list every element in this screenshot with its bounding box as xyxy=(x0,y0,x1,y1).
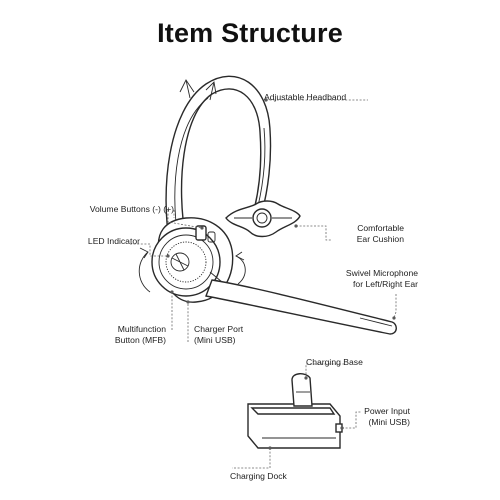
label-ear-cushion: Comfortable Ear Cushion xyxy=(356,223,404,244)
headband-adjust-arrows xyxy=(179,79,217,101)
label-led-indicator: LED Indicator xyxy=(87,236,140,246)
label-charging-dock: Charging Dock xyxy=(230,471,287,481)
ear-cushion-pad xyxy=(225,200,301,238)
label-adjustable-headband: Adjustable Headband xyxy=(264,92,347,102)
microphone-boom xyxy=(205,279,397,335)
charging-base xyxy=(247,373,343,449)
leader-lines xyxy=(130,98,397,469)
rotation-arrows xyxy=(138,247,246,293)
label-power-input: Power Input (Mini USB) xyxy=(364,406,410,427)
label-volume-buttons: Volume Buttons (-) (+) xyxy=(89,204,174,214)
page-title: Item Structure xyxy=(157,18,343,48)
label-charging-base: Charging Base xyxy=(306,357,363,367)
label-charger-port: Charger Port (Mini USB) xyxy=(194,324,244,345)
label-multifunction-button: Multifunction Button (MFB) xyxy=(114,324,166,345)
label-swivel-microphone: Swivel Microphone for Left/Right Ear xyxy=(345,268,418,289)
